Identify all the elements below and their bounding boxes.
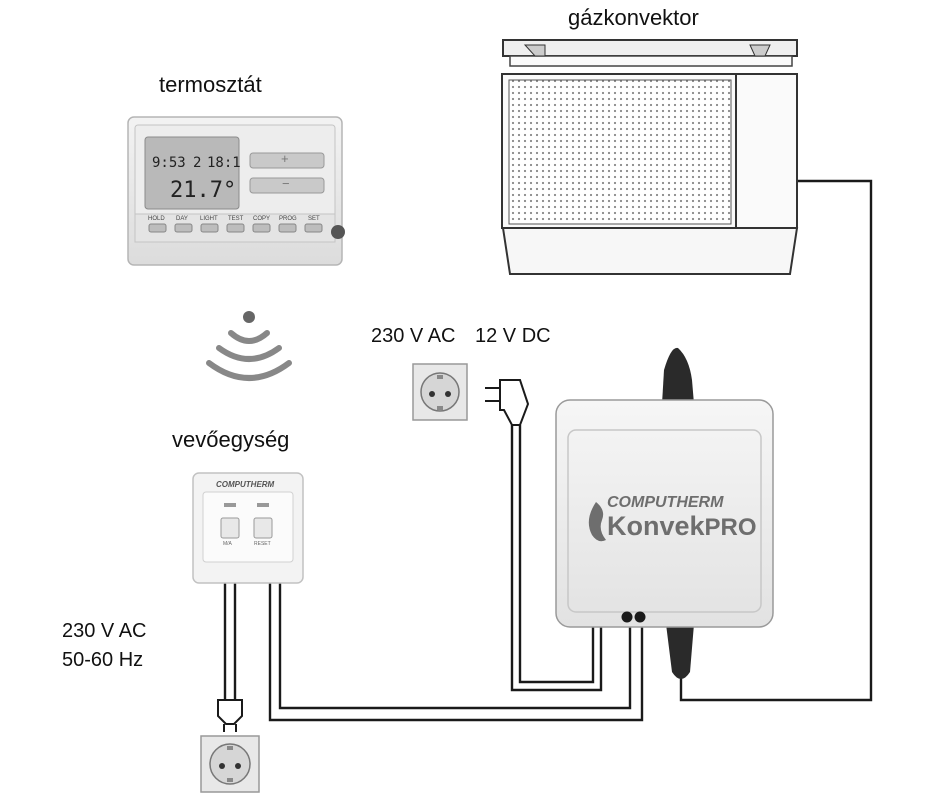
psu-ac-label: 230 V AC bbox=[371, 325, 456, 347]
lcd-temperature: 21.7° bbox=[170, 178, 237, 203]
konvek-model-suffix: PRO bbox=[704, 514, 757, 541]
wire-receiver-to-konvek-1 bbox=[268, 582, 644, 722]
thermostat-device bbox=[127, 116, 345, 266]
konvekpro-device bbox=[555, 347, 774, 679]
wiring bbox=[223, 179, 873, 722]
wireless-signal-icon bbox=[206, 311, 292, 381]
wire-convector-to-konvek bbox=[679, 179, 873, 702]
wire-adapter-to-konvek-1 bbox=[510, 425, 603, 692]
receiver-device bbox=[192, 472, 304, 584]
wire-receiver-to-konvek-2 bbox=[278, 582, 632, 710]
thermostat-label: termosztát bbox=[159, 72, 262, 97]
receiver-button-ma-label: M/A bbox=[223, 541, 232, 547]
set-button-label: SET bbox=[308, 216, 320, 222]
mains-plug bbox=[217, 699, 243, 732]
wire-adapter-to-konvek-2 bbox=[518, 425, 595, 684]
convector-label: gázkonvektor bbox=[568, 5, 699, 30]
mains-outlet-receiver bbox=[200, 735, 260, 793]
plus-button-label: + bbox=[281, 151, 289, 166]
light-button-label: LIGHT bbox=[200, 216, 218, 222]
dc-adapter-plug bbox=[485, 379, 530, 426]
receiver-button-reset-label: RESET bbox=[254, 541, 271, 547]
gas-convector bbox=[501, 39, 799, 275]
mains-outlet-psu bbox=[412, 363, 468, 421]
minus-button-label: − bbox=[282, 176, 290, 191]
copy-button-label: COPY bbox=[253, 216, 271, 222]
day-button-label: DAY bbox=[176, 216, 188, 222]
hold-button-label: HOLD bbox=[148, 216, 165, 222]
lcd-program-time: 18:1 bbox=[207, 155, 241, 171]
mains-frequency-label: 50-60 Hz bbox=[62, 649, 144, 671]
test-button-label: TEST bbox=[228, 216, 244, 222]
prog-button-label: PROG bbox=[279, 216, 297, 222]
konvek-model: KonvekPRO bbox=[607, 511, 757, 542]
lcd-time: 9:53 bbox=[152, 155, 186, 171]
receiver-brand: COMPUTHERM bbox=[216, 480, 275, 489]
lcd-day: 2 bbox=[193, 155, 202, 171]
konvek-brand: COMPUTHERM bbox=[607, 494, 724, 511]
receiver-label: vevőegység bbox=[172, 427, 290, 452]
mains-voltage-label: 230 V AC bbox=[62, 620, 147, 642]
psu-dc-label: 12 V DC bbox=[475, 325, 551, 347]
konvek-model-prefix: Konvek bbox=[607, 511, 705, 541]
